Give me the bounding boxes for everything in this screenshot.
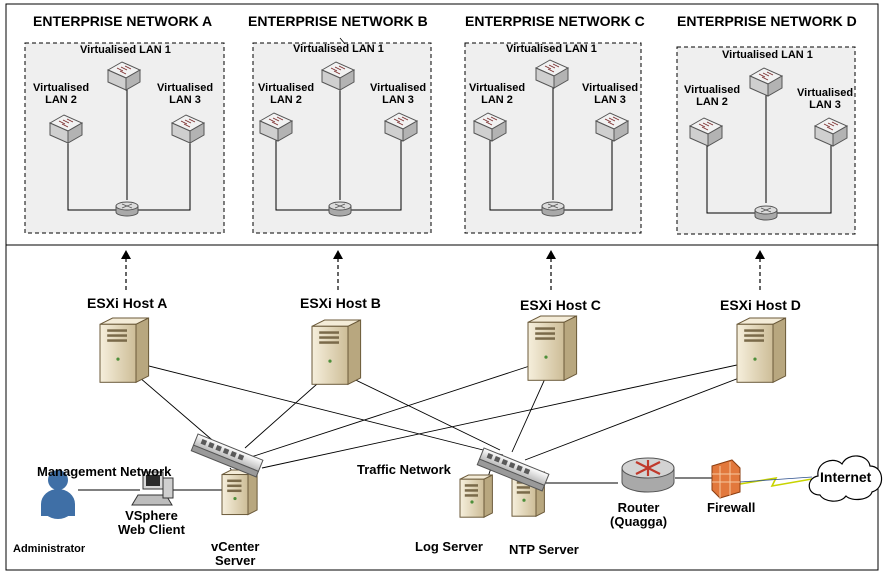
lan2-label-d: Virtualised LAN 2 — [684, 84, 741, 108]
lan-router-b — [328, 201, 352, 217]
lan2-label-a: Virtualised LAN 2 — [33, 82, 90, 106]
firewall-icon — [711, 459, 741, 499]
enterprise-title-a: ENTERPRISE NETWORK A — [33, 13, 213, 29]
enterprise-title-d: ENTERPRISE NETWORK D — [677, 13, 857, 29]
traffic-switch — [476, 447, 550, 492]
lan3-label-c: Virtualised LAN 3 — [582, 82, 639, 106]
traffic-network-label: Traffic Network — [357, 462, 451, 477]
lan3-switch-d — [813, 117, 849, 147]
lan1-label-c: Virtualised LAN 1 — [506, 43, 597, 55]
lan3-label-a: Virtualised LAN 3 — [157, 82, 214, 106]
lan-router-d — [754, 205, 778, 221]
lan3-switch-a — [170, 114, 206, 144]
lan2-label-c: Virtualised LAN 2 — [469, 82, 526, 106]
host-label-a: ESXi Host A — [87, 295, 168, 311]
lan2-label-b: Virtualised LAN 2 — [258, 82, 315, 106]
lan1-switch-c — [534, 59, 570, 89]
virtualisation-arrows — [125, 258, 761, 290]
router-label: Router (Quagga) — [610, 500, 668, 529]
esxi-server-d — [736, 317, 787, 384]
lan1-switch-a — [106, 61, 142, 91]
lan2-switch-a — [48, 114, 84, 144]
router-quagga-icon — [621, 457, 675, 493]
firewall-label: Firewall — [707, 500, 756, 515]
lan3-switch-b — [383, 112, 419, 142]
esxi-server-a — [99, 317, 150, 384]
management-switch — [190, 433, 264, 478]
lan3-label-b: Virtualised LAN 3 — [370, 82, 427, 106]
internet-cloud — [808, 455, 883, 502]
lan-router-c — [541, 201, 565, 217]
management-network-label: Management Network — [37, 464, 172, 479]
administrator-icon — [41, 470, 75, 519]
lan3-label-d: Virtualised LAN 3 — [797, 87, 854, 111]
vsphere-client-icon — [131, 471, 174, 506]
lan1-switch-b — [320, 61, 356, 91]
administrator-label: Administrator — [13, 543, 86, 555]
lan1-label-a: Virtualised LAN 1 — [80, 44, 171, 56]
esxi-server-c — [527, 315, 578, 382]
log-server-icon — [459, 474, 493, 519]
ntp-server-label: NTP Server — [509, 542, 579, 557]
vsphere-label: VSphere Web Client — [118, 508, 185, 537]
lan2-switch-c — [472, 112, 508, 142]
lan1-switch-d — [748, 67, 784, 97]
lan1-label-b: Virtualised LAN 1 — [293, 43, 384, 55]
lan2-switch-d — [688, 117, 724, 147]
lan3-switch-c — [594, 112, 630, 142]
outer-frame — [5, 3, 879, 571]
vcenter-label: vCenter Server — [211, 539, 260, 568]
vcenter-server-icon — [221, 469, 258, 516]
enterprise-title-b: ENTERPRISE NETWORK B — [248, 13, 428, 29]
host-label-d: ESXi Host D — [720, 297, 801, 313]
log-server-label: Log Server — [415, 539, 483, 554]
lan-router-a — [115, 201, 139, 217]
host-label-c: ESXi Host C — [520, 297, 601, 313]
lan1-label-d: Virtualised LAN 1 — [722, 49, 813, 61]
lan2-switch-b — [258, 112, 294, 142]
host-label-b: ESXi Host B — [300, 295, 381, 311]
enterprise-title-c: ENTERPRISE NETWORK C — [465, 13, 645, 29]
internet-label: Internet — [820, 469, 872, 485]
esxi-server-b — [311, 319, 362, 386]
